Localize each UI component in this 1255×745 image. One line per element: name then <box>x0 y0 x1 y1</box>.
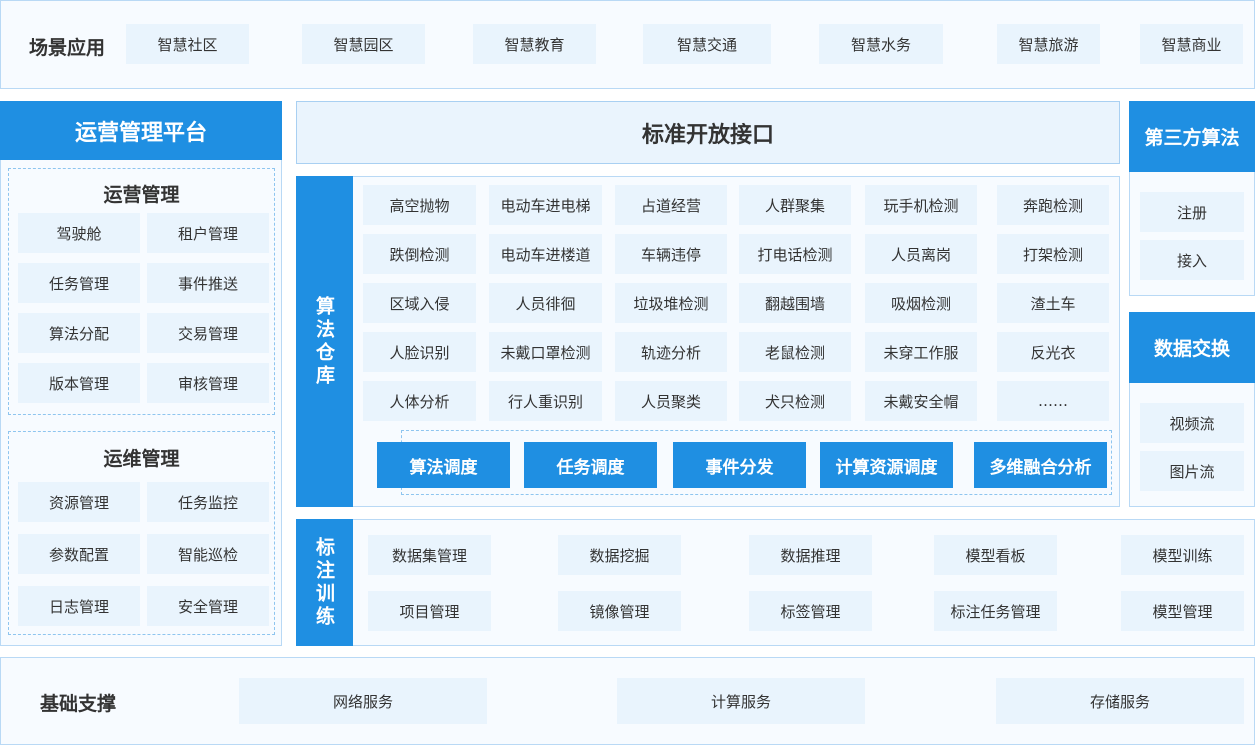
algo-item[interactable]: 玩手机检测 <box>865 185 977 225</box>
storage-service-item[interactable]: 存储服务 <box>996 678 1244 724</box>
project-mgmt-item[interactable]: 项目管理 <box>368 591 491 631</box>
maintenance-group <box>8 431 275 635</box>
mnt-item-log[interactable]: 日志管理 <box>18 586 140 626</box>
algo-item[interactable]: 未穿工作服 <box>865 332 977 372</box>
video-stream-item[interactable]: 视频流 <box>1140 403 1244 443</box>
ops-item-task[interactable]: 任务管理 <box>18 263 140 303</box>
model-mgmt-item[interactable]: 模型管理 <box>1121 591 1244 631</box>
fusion-analysis-button[interactable]: 多维融合分析 <box>974 442 1107 488</box>
ops-item-version[interactable]: 版本管理 <box>18 363 140 403</box>
algo-item[interactable]: 未戴口罩检测 <box>489 332 602 372</box>
data-mining-item[interactable]: 数据挖掘 <box>558 535 681 575</box>
algo-item[interactable]: 电动车进楼道 <box>489 234 602 274</box>
algo-item[interactable]: 翻越围墙 <box>739 283 851 323</box>
mnt-item-params[interactable]: 参数配置 <box>18 534 140 574</box>
algo-item[interactable]: 人员徘徊 <box>489 283 602 323</box>
algo-item[interactable]: 车辆违停 <box>615 234 727 274</box>
algo-item[interactable]: 人员聚类 <box>615 381 727 421</box>
data-exchange-title: 数据交换 <box>1129 312 1255 383</box>
algo-item[interactable]: 跌倒检测 <box>363 234 476 274</box>
model-dashboard-item[interactable]: 模型看板 <box>934 535 1057 575</box>
ops-platform-title: 运营管理平台 <box>0 101 282 160</box>
algo-item[interactable]: 人员离岗 <box>865 234 977 274</box>
algo-item[interactable]: 区域入侵 <box>363 283 476 323</box>
labeling-task-item[interactable]: 标注任务管理 <box>934 591 1057 631</box>
ops-item-algo-assign[interactable]: 算法分配 <box>18 313 140 353</box>
ops-item-tenant[interactable]: 租户管理 <box>147 213 269 253</box>
image-stream-item[interactable]: 图片流 <box>1140 451 1244 491</box>
image-mgmt-item[interactable]: 镜像管理 <box>558 591 681 631</box>
scene-item-commerce[interactable]: 智慧商业 <box>1140 24 1243 64</box>
third-party-title: 第三方算法 <box>1129 101 1255 172</box>
dataset-mgmt-item[interactable]: 数据集管理 <box>368 535 491 575</box>
algo-item[interactable]: 渣土车 <box>997 283 1109 323</box>
algo-item[interactable]: 奔跑检测 <box>997 185 1109 225</box>
algo-item[interactable]: 人脸识别 <box>363 332 476 372</box>
infra-title: 基础支撑 <box>40 693 117 715</box>
mnt-item-inspection[interactable]: 智能巡检 <box>147 534 269 574</box>
third-party-register[interactable]: 注册 <box>1140 192 1244 232</box>
open-api-panel <box>296 101 1120 164</box>
ops-item-cockpit[interactable]: 驾驶舱 <box>18 213 140 253</box>
algo-item[interactable]: 垃圾堆检测 <box>615 283 727 323</box>
algo-item[interactable]: 老鼠检测 <box>739 332 851 372</box>
scene-item-tourism[interactable]: 智慧旅游 <box>997 24 1100 64</box>
scene-item-traffic[interactable]: 智慧交通 <box>643 24 771 64</box>
algo-item[interactable]: 未戴安全帽 <box>865 381 977 421</box>
scene-item-water[interactable]: 智慧水务 <box>819 24 943 64</box>
scene-item-park[interactable]: 智慧园区 <box>302 24 425 64</box>
algo-schedule-button[interactable]: 算法调度 <box>377 442 510 488</box>
algo-item[interactable]: 打架检测 <box>997 234 1109 274</box>
algo-item[interactable]: 轨迹分析 <box>615 332 727 372</box>
mnt-item-task-monitor[interactable]: 任务监控 <box>147 482 269 522</box>
algo-item[interactable]: 占道经营 <box>615 185 727 225</box>
scene-item-education[interactable]: 智慧教育 <box>473 24 596 64</box>
compute-service-item[interactable]: 计算服务 <box>617 678 865 724</box>
algo-item[interactable]: …… <box>997 381 1109 421</box>
ops-item-event-push[interactable]: 事件推送 <box>147 263 269 303</box>
annotation-title: 标注训练 <box>296 519 353 646</box>
ops-item-trade[interactable]: 交易管理 <box>147 313 269 353</box>
algo-item[interactable]: 犬只检测 <box>739 381 851 421</box>
algo-item[interactable]: 人体分析 <box>363 381 476 421</box>
operations-title: 运营管理 <box>103 184 180 206</box>
mnt-item-resource[interactable]: 资源管理 <box>18 482 140 522</box>
algo-item[interactable]: 吸烟检测 <box>865 283 977 323</box>
model-training-item[interactable]: 模型训练 <box>1121 535 1244 575</box>
algo-item[interactable]: 高空抛物 <box>363 185 476 225</box>
ops-item-review[interactable]: 审核管理 <box>147 363 269 403</box>
event-dispatch-button[interactable]: 事件分发 <box>673 442 806 488</box>
task-schedule-button[interactable]: 任务调度 <box>524 442 657 488</box>
mnt-item-security[interactable]: 安全管理 <box>147 586 269 626</box>
algo-item[interactable]: 反光衣 <box>997 332 1109 372</box>
scene-item-community[interactable]: 智慧社区 <box>126 24 249 64</box>
operations-group <box>8 168 275 415</box>
compute-schedule-button[interactable]: 计算资源调度 <box>820 442 953 488</box>
algo-item[interactable]: 人群聚集 <box>739 185 851 225</box>
scene-title: 场景应用 <box>29 37 106 59</box>
algo-item[interactable]: 行人重识别 <box>489 381 602 421</box>
algo-repo-title: 算法仓库 <box>296 176 353 507</box>
third-party-access[interactable]: 接入 <box>1140 240 1244 280</box>
algo-item[interactable]: 电动车进电梯 <box>489 185 602 225</box>
tag-mgmt-item[interactable]: 标签管理 <box>749 591 872 631</box>
network-service-item[interactable]: 网络服务 <box>239 678 487 724</box>
maintenance-title: 运维管理 <box>103 448 180 470</box>
data-inference-item[interactable]: 数据推理 <box>749 535 872 575</box>
open-api-title: 标准开放接口 <box>641 122 774 148</box>
algo-item[interactable]: 打电话检测 <box>739 234 851 274</box>
